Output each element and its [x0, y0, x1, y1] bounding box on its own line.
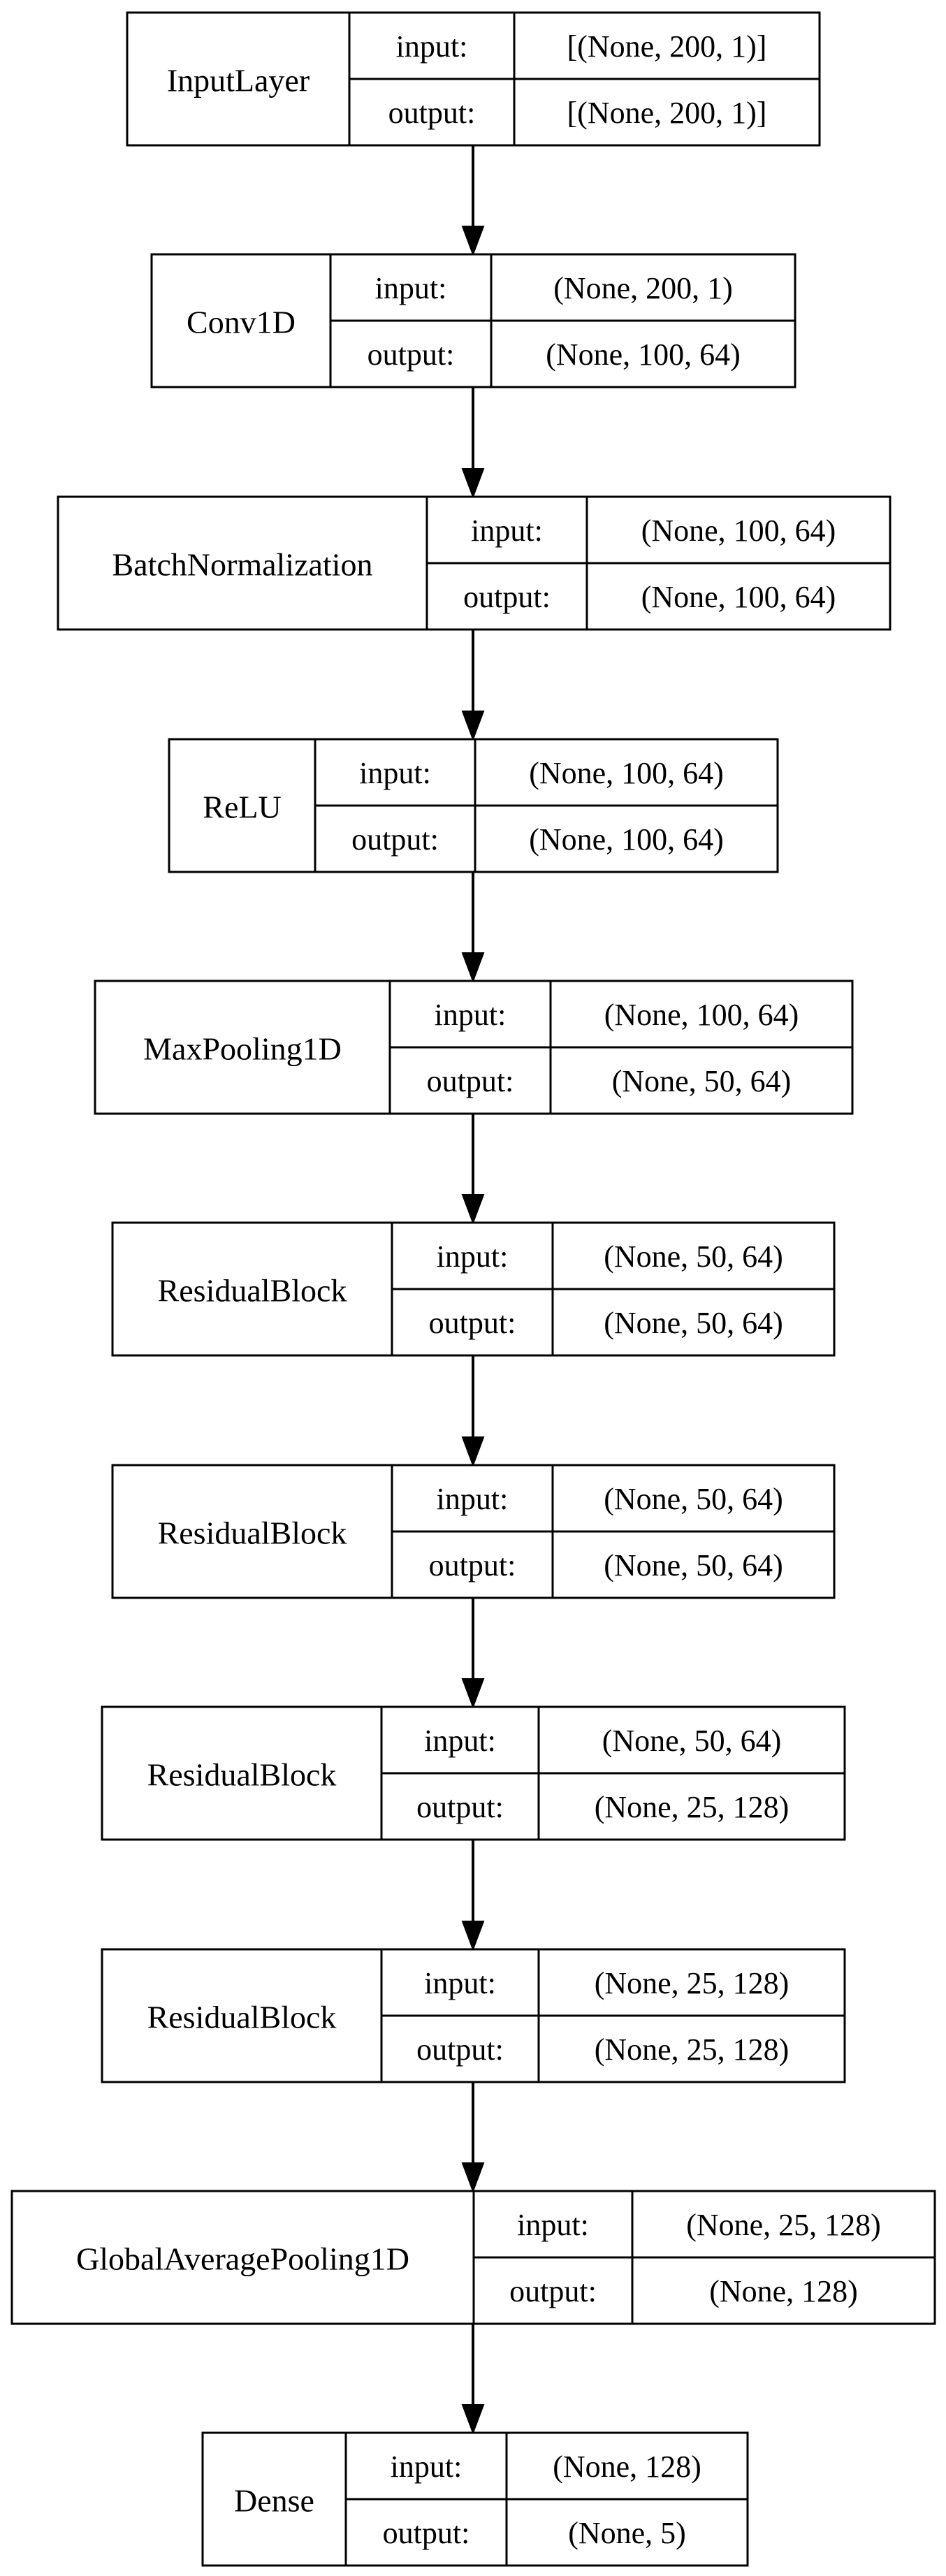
layer-name: MaxPooling1D	[143, 1031, 342, 1067]
output-label: output:	[509, 2274, 597, 2308]
edge-arrowhead	[461, 1921, 485, 1951]
layer-node: GlobalAveragePooling1D input: output: (None…	[10, 2190, 936, 2325]
input-shape: (None, 25, 128)	[595, 1966, 789, 2000]
layer-name: ResidualBlock	[147, 1757, 337, 1793]
input-label: input:	[437, 1239, 509, 1274]
output-shape: (None, 50, 64)	[604, 1306, 783, 1340]
input-shape: (None, 50, 64)	[602, 1724, 782, 1758]
output-shape: (None, 128)	[709, 2274, 858, 2308]
output-shape: (None, 5)	[568, 2516, 686, 2550]
input-label: input:	[471, 514, 543, 548]
layer-node: ResidualBlock input: output: (None, 50, 64)…	[111, 1464, 836, 1599]
layer-name: ResidualBlock	[158, 1273, 347, 1309]
input-shape: (None, 100, 64)	[529, 756, 724, 790]
nodes: InputLayer input: output: [(None, 200, 1)] […	[10, 11, 936, 2567]
edges	[461, 145, 485, 2435]
edge-arrow	[461, 630, 485, 741]
edge-arrowhead	[461, 1194, 485, 1225]
output-label: output:	[463, 580, 551, 614]
layer-name: ResidualBlock	[147, 2000, 337, 2035]
output-shape: (None, 25, 128)	[595, 2032, 789, 2067]
edge-arrow	[461, 1355, 485, 1467]
output-shape: (None, 100, 64)	[641, 580, 836, 614]
output-shape: (None, 50, 64)	[612, 1064, 792, 1098]
edge-arrowhead	[461, 2404, 485, 2435]
input-shape: (None, 128)	[553, 2450, 701, 2484]
layer-node: Dense input: output: (None, 128) (None, 5)	[201, 2431, 749, 2567]
edge-arrowhead	[461, 1436, 485, 1467]
edge-arrow	[461, 872, 485, 983]
layer-name: Conv1D	[187, 305, 296, 340]
edge-arrowhead	[461, 2162, 485, 2193]
layer-node: MaxPooling1D input: output: (None, 100, 64)…	[94, 980, 854, 1115]
output-shape: (None, 100, 64)	[546, 337, 741, 372]
input-label: input:	[424, 1724, 496, 1758]
output-label: output:	[351, 822, 439, 857]
edge-arrow	[461, 1840, 485, 1951]
output-label: output:	[416, 1790, 504, 1824]
layer-name: InputLayer	[167, 63, 310, 99]
edge-arrowhead	[461, 711, 485, 741]
edge-arrow	[461, 387, 485, 499]
edge-arrowhead	[461, 468, 485, 499]
input-shape: [(None, 200, 1)]	[567, 29, 767, 64]
input-label: input:	[435, 998, 507, 1032]
layer-name: BatchNormalization	[112, 547, 373, 583]
input-label: input:	[424, 1966, 496, 2000]
layer-node: ResidualBlock input: output: (None, 50, 64)…	[101, 1705, 846, 1841]
edge-arrowhead	[461, 226, 485, 256]
layer-node: InputLayer input: output: [(None, 200, 1)] […	[126, 11, 821, 147]
edge-arrow	[461, 2082, 485, 2193]
output-label: output:	[388, 96, 476, 130]
output-shape: [(None, 200, 1)]	[567, 96, 767, 130]
input-shape: (None, 100, 64)	[604, 998, 799, 1032]
output-label: output:	[429, 1548, 516, 1582]
output-shape: (None, 100, 64)	[529, 822, 724, 857]
edge-arrow	[461, 1114, 485, 1225]
input-label: input:	[437, 1482, 509, 1516]
edge-arrow	[461, 1598, 485, 1709]
output-label: output:	[429, 1306, 516, 1340]
input-label: input:	[391, 2450, 463, 2484]
output-label: output:	[416, 2032, 504, 2067]
input-shape: (None, 50, 64)	[604, 1482, 783, 1516]
output-label: output:	[383, 2516, 470, 2550]
layer-name: Dense	[234, 2483, 314, 2519]
input-shape: (None, 200, 1)	[553, 271, 733, 305]
input-shape: (None, 25, 128)	[686, 2208, 881, 2242]
output-label: output:	[427, 1064, 514, 1098]
edge-arrow	[461, 145, 485, 256]
input-shape: (None, 100, 64)	[641, 514, 836, 548]
output-label: output:	[368, 337, 455, 372]
output-shape: (None, 25, 128)	[595, 1790, 789, 1824]
input-label: input:	[517, 2208, 589, 2242]
edge-arrow	[461, 2324, 485, 2435]
output-shape: (None, 50, 64)	[604, 1548, 783, 1582]
layer-node: ResidualBlock input: output: (None, 25, 128…	[101, 1948, 846, 2083]
layer-name: ReLU	[203, 789, 281, 825]
layer-name: GlobalAveragePooling1D	[76, 2241, 409, 2277]
input-shape: (None, 50, 64)	[604, 1239, 783, 1274]
layer-name: ResidualBlock	[158, 1515, 347, 1551]
input-label: input:	[396, 29, 468, 64]
layer-node: Conv1D input: output: (None, 200, 1) (None, …	[150, 253, 796, 388]
input-label: input:	[359, 756, 431, 790]
input-label: input:	[375, 271, 447, 305]
edge-arrowhead	[461, 1678, 485, 1709]
layer-node: BatchNormalization input: output: (None, 10…	[57, 495, 892, 631]
edge-arrowhead	[461, 952, 485, 983]
layer-node: ResidualBlock input: output: (None, 50, 64)…	[111, 1221, 836, 1357]
layer-node: ReLU input: output: (None, 100, 64) (None, 1…	[168, 738, 779, 873]
